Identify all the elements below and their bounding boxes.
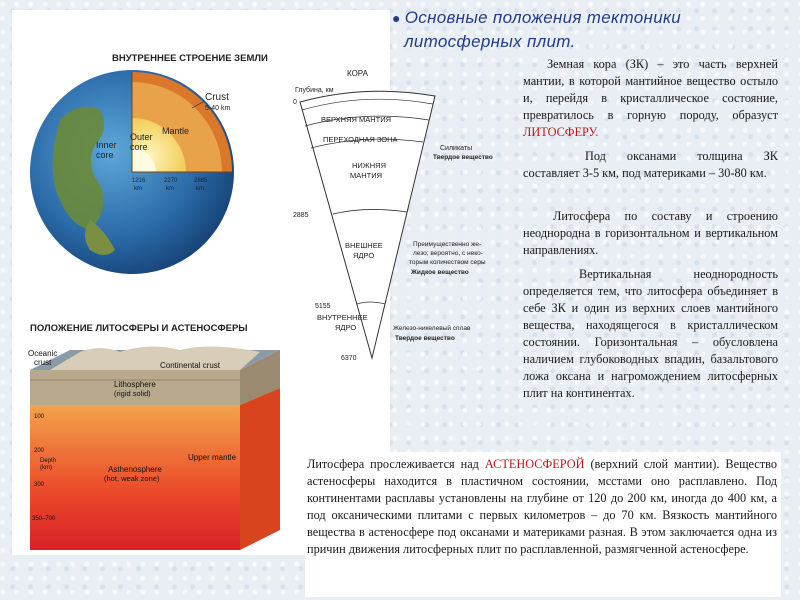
solid-label-1: Твердое вещество bbox=[433, 154, 493, 161]
page-title: ●Основные положения тектоники литосферны… bbox=[392, 6, 792, 54]
title-line-1: Основные положения тектоники bbox=[404, 8, 682, 27]
outer-core-label-ru-1: ВНЕШНЕЕ bbox=[345, 241, 383, 250]
inner-core-label-2: core bbox=[96, 150, 114, 160]
crust-sub-label: 5-40 km bbox=[205, 105, 230, 112]
inner-core-label-ru-1: ВНУТРЕННЕЕ bbox=[317, 313, 368, 322]
solid-label-2: Твердое вещество bbox=[395, 335, 455, 342]
lithosphere-block-diagram: Oceanic crust Continental crust Lithosph… bbox=[28, 346, 280, 550]
tick-100: 100 bbox=[34, 414, 45, 420]
depth-2270: 2270 bbox=[164, 178, 178, 184]
liquid-label: Жидкое вещество bbox=[410, 269, 469, 276]
outer-core-note-3: торым количеством серы bbox=[409, 259, 486, 266]
mantle-label: Mantle bbox=[162, 126, 189, 136]
paragraph-heterogeneity: Вертикальная неоднородность определяется… bbox=[523, 267, 778, 400]
inner-core-label-ru-2: ЯДРО bbox=[335, 323, 356, 332]
asthenosphere-text-panel bbox=[305, 452, 781, 597]
earth-section-wedge: Глубина, км 0 КОРА ВЕРХНЯЯ МАНТИЯ ПЕРЕХО… bbox=[293, 69, 493, 362]
continental-crust-label: Continental crust bbox=[160, 361, 221, 370]
lower-mantle-label-2: МАНТИЯ bbox=[350, 171, 382, 180]
depth-6370-label: 6370 bbox=[341, 355, 357, 362]
highlight-asthenosphere: АСТЕНОСФЕРОЙ bbox=[484, 457, 585, 471]
outer-core-note-1: Преимущественно же- bbox=[413, 241, 481, 248]
outer-core-label-2: core bbox=[130, 142, 148, 152]
upper-mantle-label: ВЕРХНЯЯ МАНТИЯ bbox=[321, 115, 391, 124]
depth-axis-label: Глубина, км bbox=[295, 86, 334, 94]
paragraph-composition: Литосфера по составу и строению неодноро… bbox=[523, 209, 778, 257]
outer-core-label-ru-2: ЯДРО bbox=[353, 251, 374, 260]
paragraph-asthenosphere-a: Литосфера прослеживается над bbox=[307, 457, 485, 471]
paragraph-thickness: Под оксанами толщина ЗК составляет 3-5 к… bbox=[523, 149, 778, 180]
depth-5155-label: 5155 bbox=[315, 303, 331, 310]
silicates-label: Силикаты bbox=[440, 145, 472, 152]
lithosphere-label-2: (rigid solid) bbox=[114, 389, 151, 398]
lower-mantle-label-1: НИЖНЯЯ bbox=[352, 161, 386, 170]
tick-350-700: 350–700 bbox=[32, 516, 56, 522]
depth-en-label-1: Depth bbox=[40, 458, 56, 464]
outer-core-label-1: Outer bbox=[130, 132, 153, 142]
upper-mantle-en-label: Upper mantle bbox=[188, 453, 237, 462]
tick-200: 200 bbox=[34, 448, 45, 454]
lithosphere-caption: ПОЛОЖЕНИЕ ЛИТОСФЕРЫ И АСТЕНОСФЕРЫ bbox=[30, 323, 248, 334]
crust-label-ru: КОРА bbox=[347, 69, 369, 78]
km-2: km bbox=[166, 186, 174, 192]
title-line-2: литосферных плит. bbox=[404, 32, 576, 51]
asthenosphere-label-1: Asthenosphere bbox=[108, 465, 162, 474]
km-3: km bbox=[196, 186, 204, 192]
oceanic-crust-label-2: crust bbox=[34, 358, 52, 367]
paragraph-asthenosphere: Литосфера прослеживается над АСТЕНОСФЕРО… bbox=[307, 456, 777, 558]
paragraph-crust: Земная кора (ЗК) – это часть верхней ман… bbox=[523, 56, 778, 141]
lithosphere-label-1: Lithosphere bbox=[114, 380, 156, 389]
inner-core-note: Железо-никелевый сплав bbox=[393, 324, 471, 332]
oceanic-crust-label-1: Oceanic bbox=[28, 349, 57, 358]
depth-en-label-2: (km) bbox=[40, 465, 52, 471]
asthenosphere-label-2: (hot, weak zone) bbox=[104, 474, 160, 483]
highlight-lithosphere: ЛИТОСФЕРУ. bbox=[523, 125, 599, 139]
paragraph-crust-text: Земная кора (ЗК) – это часть верхней ман… bbox=[523, 57, 778, 122]
km-1: km bbox=[134, 186, 142, 192]
tick-300: 300 bbox=[34, 482, 45, 488]
depth-1216: 1216 bbox=[132, 178, 146, 184]
depth-2885: 2885 bbox=[194, 178, 208, 184]
earth-structure-caption: ВНУТРЕННЕЕ СТРОЕНИЕ ЗЕМЛИ bbox=[112, 53, 268, 64]
title-bullet: ● bbox=[392, 10, 401, 26]
transition-zone-label: ПЕРЕХОДНАЯ ЗОНА bbox=[323, 135, 398, 144]
outer-core-note-2: лезо; вероятно, с неко- bbox=[413, 250, 483, 257]
earth-cutaway-figure: Crust 5-40 km Mantle Outer core Inner co… bbox=[30, 70, 234, 274]
depth-zero: 0 bbox=[293, 99, 297, 106]
depth-2885-label: 2885 bbox=[293, 212, 309, 219]
inner-core-label-1: Inner bbox=[96, 140, 117, 150]
crust-label: Crust bbox=[205, 92, 229, 103]
paragraph-asthenosphere-b: (верхний слой мантии). Вещество астеносф… bbox=[307, 457, 778, 556]
